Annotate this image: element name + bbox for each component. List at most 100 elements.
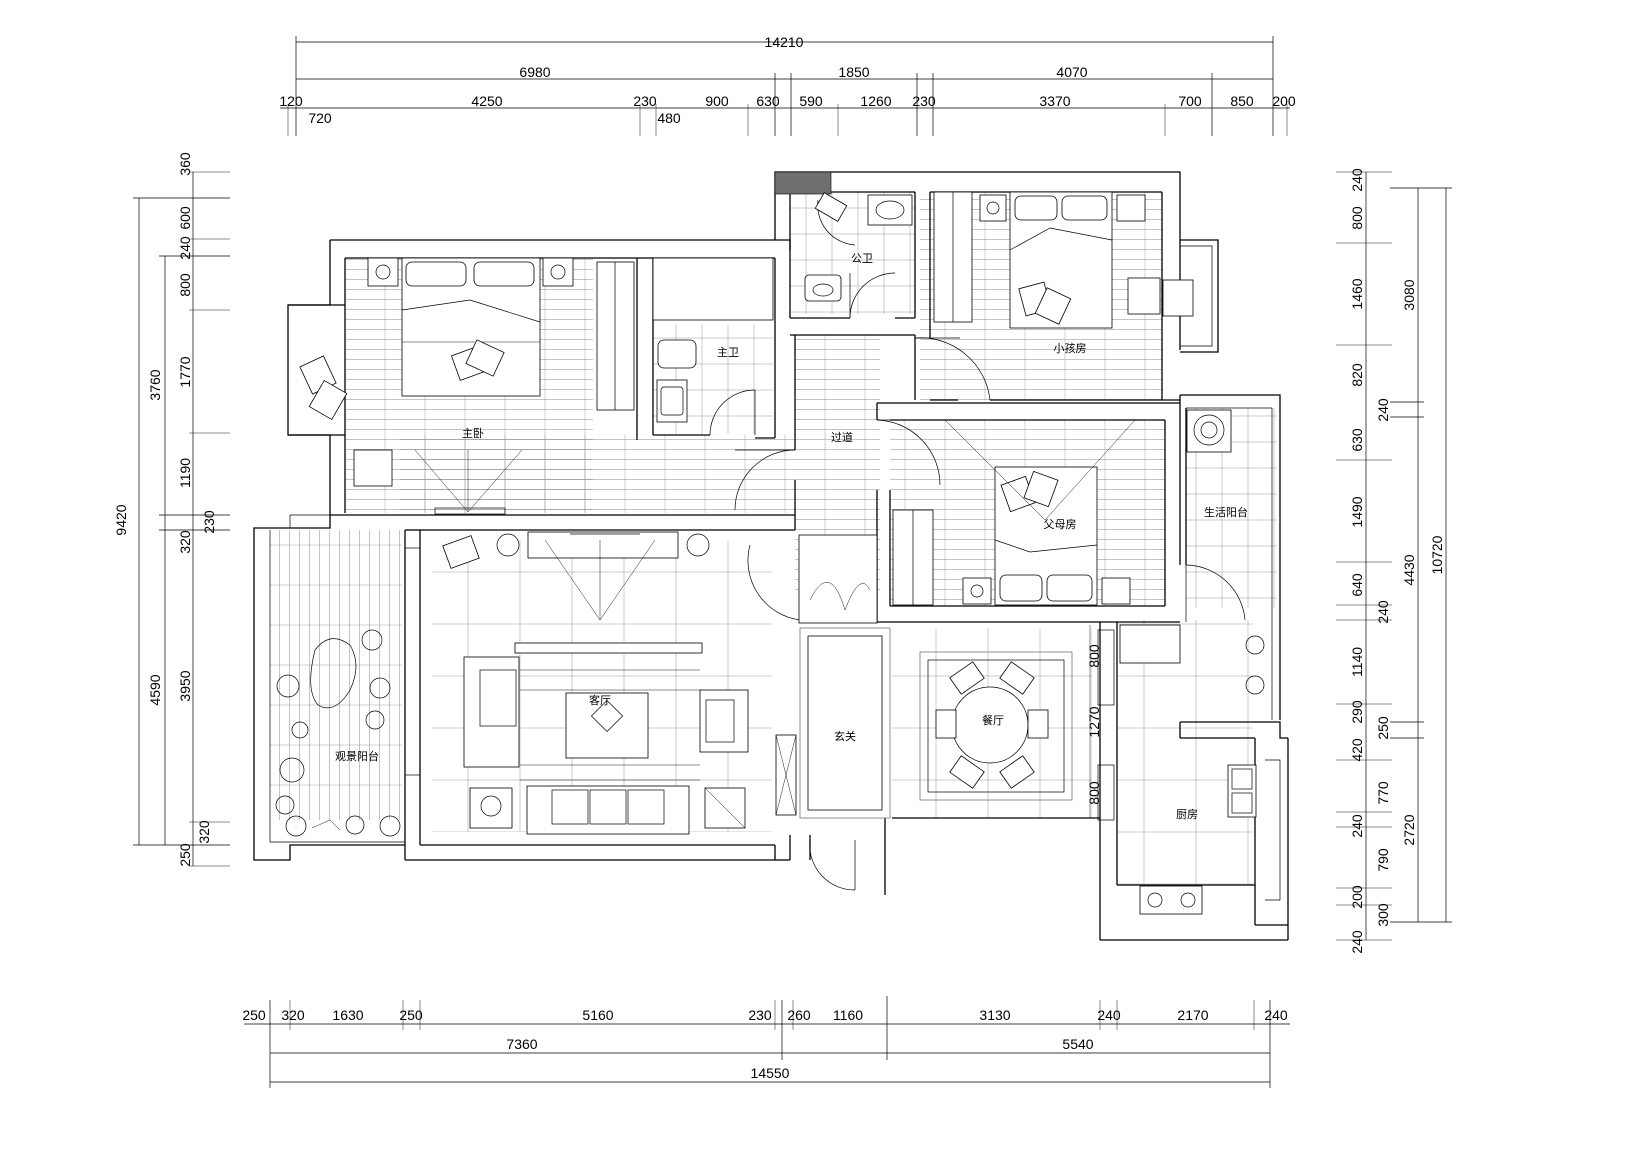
dim-interior: 1270 [1086, 706, 1102, 737]
room-label-public-bath: 公卫 [851, 253, 873, 265]
dim-top-detail: 230 [633, 93, 657, 109]
living-room-furniture [442, 531, 749, 835]
dim-right-group-3: 2720 [1401, 814, 1417, 845]
dim-top-group-2: 1850 [838, 64, 869, 80]
dim-bottom-group-1: 7360 [506, 1036, 537, 1052]
dim-right-detail: 1490 [1349, 496, 1365, 527]
dim-top-detail: 120 [279, 93, 303, 109]
dim-right-detail: 290 [1349, 700, 1365, 724]
room-label-kids-room: 小孩房 [1054, 342, 1087, 355]
dim-left-detail: 360 [177, 152, 193, 176]
room-label-master-bath: 主卫 [717, 346, 739, 359]
dim-right-total: 10720 [1429, 535, 1445, 574]
dim-right-detail: 250 [1375, 716, 1391, 740]
dim-right-detail: 630 [1349, 428, 1365, 452]
dim-bottom-detail: 320 [281, 1007, 305, 1023]
dim-right-detail: 240 [1349, 930, 1365, 954]
dim-top-detail: 200 [1272, 93, 1296, 109]
dim-bottom-detail: 230 [748, 1007, 772, 1023]
dim-right-detail: 420 [1349, 738, 1365, 762]
walls [253, 171, 1289, 941]
room-label-view-balcony: 观景阳台 [335, 749, 379, 763]
dim-left-group-2: 4590 [147, 674, 163, 705]
public-bath-fixtures [804, 192, 913, 302]
dim-right-detail: 240 [1375, 398, 1391, 422]
dim-top-detail: 700 [1178, 93, 1202, 109]
room-label-living-room: 客厅 [589, 693, 611, 707]
dining-interior-dimensions: 800 1270 800 [1086, 625, 1102, 818]
right-dimension-chain: 10720 3080 4430 2720 240 800 1460 820 24… [1336, 168, 1452, 954]
dim-left-group-1: 3760 [147, 369, 163, 400]
dim-left-detail: 800 [177, 273, 193, 297]
dim-right-detail: 770 [1375, 781, 1391, 805]
dim-bottom-detail: 1630 [332, 1007, 363, 1023]
dim-top-detail: 850 [1230, 93, 1254, 109]
bottom-dimension-chain: 14550 7360 5540 250 320 1630 250 5160 23… [242, 996, 1290, 1088]
doors [709, 199, 1246, 891]
dim-right-detail: 240 [1375, 600, 1391, 624]
dim-right-detail: 1460 [1349, 278, 1365, 309]
dim-bottom-detail: 3130 [979, 1007, 1010, 1023]
dim-left-detail: 250 [177, 843, 193, 867]
dim-bottom-detail: 240 [1264, 1007, 1288, 1023]
view-balcony-landscape [275, 629, 401, 837]
dim-left-total: 9420 [113, 504, 129, 535]
dim-top-detail: 230 [912, 93, 936, 109]
dim-left-detail: 600 [177, 206, 193, 230]
dim-bottom-total: 14550 [751, 1065, 790, 1081]
dim-bottom-detail: 250 [399, 1007, 423, 1023]
dim-left-detail: 240 [177, 236, 193, 260]
room-label-parents-room: 父母房 [1044, 518, 1077, 531]
dim-top-detail: 900 [705, 93, 729, 109]
dim-right-detail: 200 [1349, 885, 1365, 909]
dim-bottom-detail: 5160 [582, 1007, 613, 1023]
dim-left-detail: 1190 [177, 458, 193, 488]
dim-right-detail: 800 [1349, 206, 1365, 230]
dining-room-furniture [919, 651, 1073, 801]
dim-left-detail: 320 [196, 820, 212, 844]
utility-balcony-fixtures [1186, 409, 1265, 695]
dim-bottom-detail: 260 [787, 1007, 811, 1023]
dim-left-detail: 3950 [177, 670, 193, 701]
dim-right-detail: 300 [1375, 903, 1391, 927]
room-label-utility-balcony: 生活阳台 [1204, 505, 1248, 519]
room-label-kitchen: 厨房 [1176, 808, 1198, 821]
dim-interior: 800 [1086, 644, 1102, 668]
top-dimension-chain: 14210 6980 1850 4070 120 4250 230 900 63… [279, 34, 1296, 136]
dim-top-detail: 630 [756, 93, 780, 109]
dim-top-group-1: 6980 [519, 64, 550, 80]
dim-top-detail: 3370 [1039, 93, 1070, 109]
dim-bottom-detail: 240 [1097, 1007, 1121, 1023]
room-labels: 主卧 主卫 公卫 小孩房 过道 父母房 生活阳台 客厅 玄关 餐厅 厨房 观景阳… [335, 253, 1248, 821]
dim-top-group-3: 4070 [1056, 64, 1087, 80]
dim-top-total: 14210 [765, 34, 804, 50]
dim-right-detail: 820 [1349, 363, 1365, 387]
dim-left-detail: 230 [201, 510, 217, 534]
master-bedroom-furniture [299, 257, 635, 515]
dim-right-group-1: 3080 [1401, 279, 1417, 310]
left-dimension-chain: 9420 3760 4590 360 600 240 800 1770 1190… [113, 152, 230, 867]
kids-room-furniture [933, 191, 1194, 329]
master-bath-fixtures [652, 257, 774, 423]
dim-left-detail: 1770 [177, 356, 193, 387]
dim-bottom-detail: 250 [242, 1007, 266, 1023]
dim-bottom-group-2: 5540 [1062, 1036, 1093, 1052]
dim-interior: 800 [1086, 781, 1102, 805]
room-label-entrance: 玄关 [834, 729, 856, 743]
dim-top-detail: 590 [799, 93, 823, 109]
parents-room-furniture [892, 419, 1136, 606]
room-label-corridor: 过道 [831, 430, 853, 444]
entrance-fixtures [775, 534, 891, 819]
dim-right-detail: 790 [1375, 848, 1391, 872]
dim-top-detail: 720 [308, 110, 332, 126]
dim-bottom-detail: 1160 [833, 1007, 863, 1023]
dim-right-detail: 640 [1349, 573, 1365, 597]
room-label-master-bedroom: 主卧 [462, 427, 484, 440]
dim-left-detail: 320 [177, 530, 193, 554]
room-label-dining-room: 餐厅 [982, 713, 1004, 727]
kitchen-fixtures [1097, 624, 1257, 915]
dim-right-group-2: 4430 [1401, 554, 1417, 585]
dim-right-detail: 240 [1349, 168, 1365, 192]
dim-top-detail: 480 [657, 110, 681, 126]
